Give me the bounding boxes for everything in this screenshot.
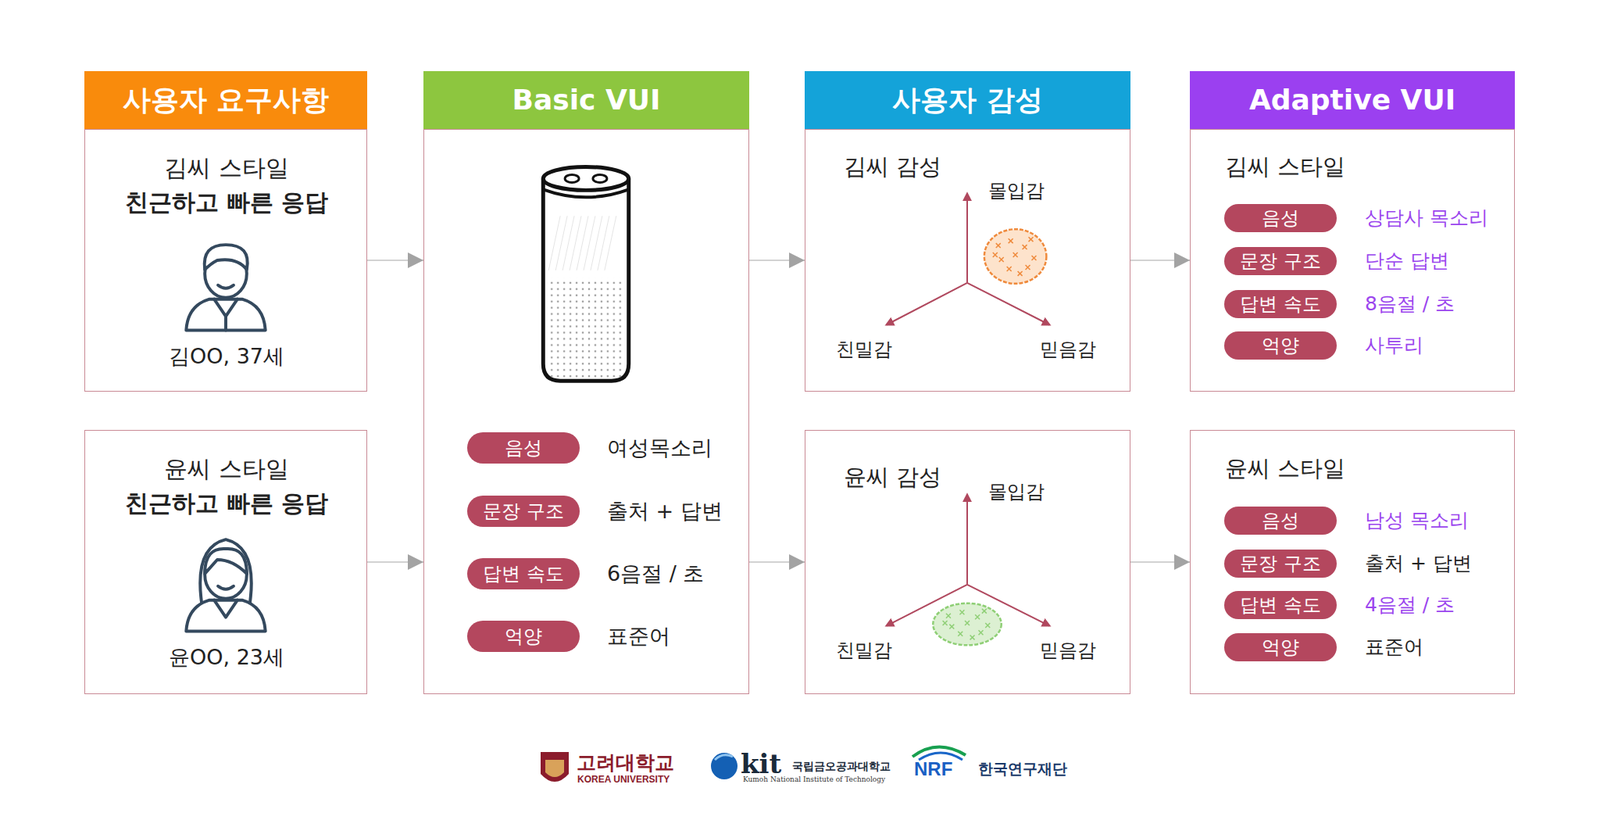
flow-arrow xyxy=(1130,560,1190,563)
pill-label: 답변 속도 xyxy=(482,562,565,586)
header-title: 사용자 감성 xyxy=(892,82,1043,117)
box-text: 여성목소리 xyxy=(607,435,713,461)
attribute-pill: 억양 xyxy=(467,620,580,652)
axis-lines xyxy=(886,193,1050,325)
attribute-pill: 문장 구조 xyxy=(467,495,580,527)
speaker-illustration xyxy=(542,167,629,382)
box-text: 김OO, 37세 xyxy=(168,343,285,369)
pill-label: 억양 xyxy=(1261,635,1300,659)
pill-label: 문장 구조 xyxy=(1239,250,1322,273)
box-text: 표준어 xyxy=(1364,635,1424,659)
box-text: 상담사 목소리 xyxy=(1364,206,1489,230)
header-title: Adaptive VUI xyxy=(1249,82,1456,117)
box-text: 윤씨 스타일 xyxy=(1225,454,1346,483)
attribute-pill: 답변 속도 xyxy=(467,557,580,590)
person-icon xyxy=(185,244,265,330)
box-text: 윤OO, 23세 xyxy=(168,644,285,670)
box-text: 믿음감 xyxy=(1039,338,1097,361)
box-text: 단순 답변 xyxy=(1364,249,1450,273)
pill-label: 억양 xyxy=(1261,334,1300,358)
box-text: 친밀감 xyxy=(835,338,893,361)
pill-label: 문장 구조 xyxy=(482,500,565,523)
box-text: 윤씨 스타일 xyxy=(164,454,290,483)
logo-text: 고려대학교 xyxy=(576,751,675,774)
box-text: 8음절 / 초 xyxy=(1364,292,1455,316)
pill-label: 문장 구조 xyxy=(1239,552,1322,575)
box-text: 김씨 스타일 xyxy=(164,153,290,183)
flow-arrow xyxy=(749,560,805,563)
content-box: 김씨 스타일친근하고 빠른 응답김OO, 37세 xyxy=(84,128,368,392)
box-text: 표준어 xyxy=(607,623,671,649)
box-text: 출처 + 답변 xyxy=(1364,551,1472,575)
logo-text: 한국연구재단 xyxy=(978,760,1068,778)
box-text: 사투리 xyxy=(1364,333,1424,358)
attribute-pill: 억양 xyxy=(1224,632,1337,661)
flow-arrow xyxy=(367,560,424,563)
header-band: Basic VUI xyxy=(423,71,750,129)
box-text: 친근하고 빠른 응답 xyxy=(125,489,329,518)
content-box: 김씨 감성몰입감친밀감 믿음감 xyxy=(804,128,1131,392)
flow-arrow xyxy=(367,259,424,261)
logo-text: KOREA UNIVERSITY xyxy=(577,774,670,785)
pill-label: 음성 xyxy=(1261,207,1300,230)
box-text: 몰입감 xyxy=(988,480,1045,504)
attribute-pill: 음성 xyxy=(467,432,580,464)
box-text: 4음절 / 초 xyxy=(1364,592,1455,617)
attribute-pill: 문장 구조 xyxy=(1224,246,1337,275)
box-text: 김씨 감성 xyxy=(843,153,942,181)
crest-shape xyxy=(540,751,569,782)
attribute-pill: 음성 xyxy=(1224,203,1337,233)
header-band: 사용자 요구사항 xyxy=(84,71,368,129)
flow-arrow xyxy=(1130,259,1190,261)
kit-sphere xyxy=(710,752,738,779)
logo-text: NRF xyxy=(914,758,953,779)
box-text: 윤씨 감성 xyxy=(843,463,942,491)
content-box: 음성문장 구조답변 속도억양 윤씨 스타일남성 목소리출처 + 답변 4음절 / 초… xyxy=(1189,429,1515,694)
box-text: 몰입감 xyxy=(988,179,1045,203)
korea-crest xyxy=(540,751,569,782)
box-text: 믿음감 xyxy=(1039,639,1097,662)
content-box: 윤씨 감성몰입감친밀감 믿음감 xyxy=(804,429,1131,694)
pill-label: 음성 xyxy=(1261,509,1300,533)
box-text: 출처 + 답변 xyxy=(607,498,723,524)
box-text: 친근하고 빠른 응답 xyxy=(125,188,329,217)
attribute-pill: 음성 xyxy=(1224,506,1337,535)
sentiment-blob xyxy=(984,228,1047,284)
person-icon xyxy=(185,539,265,631)
pill-label: 답변 속도 xyxy=(1239,593,1322,617)
attribute-pill: 답변 속도 xyxy=(1224,590,1337,619)
header-title: Basic VUI xyxy=(512,82,661,117)
kit-shine xyxy=(714,754,733,760)
header-band: Adaptive VUI xyxy=(1189,71,1515,129)
pill-label: 답변 속도 xyxy=(1239,292,1322,316)
flow-arrow xyxy=(749,259,805,261)
attribute-pill: 답변 속도 xyxy=(1224,289,1337,318)
logo-text: 국립금오공과대학교 xyxy=(792,760,891,772)
box-text: 친밀감 xyxy=(835,639,893,662)
box-text: 6음절 / 초 xyxy=(607,560,704,586)
header-band: 사용자 감성 xyxy=(804,71,1131,129)
box-text: 남성 목소리 xyxy=(1364,508,1469,533)
attribute-pill: 억양 xyxy=(1224,331,1337,360)
sentiment-blob xyxy=(932,603,1001,646)
logo-text: kit xyxy=(740,749,782,779)
content-box: 음성문장 구조답변 속도억양 여성목소리출처 + 답변 6음절 / 초표준어 xyxy=(423,128,750,694)
box-text: 김씨 스타일 xyxy=(1225,153,1346,181)
header-title: 사용자 요구사항 xyxy=(122,82,330,117)
speaker-illustration xyxy=(424,129,749,693)
crest-inner xyxy=(545,759,565,777)
pill-label: 억양 xyxy=(504,625,543,648)
content-box: 윤씨 스타일친근하고 빠른 응답윤OO, 23세 xyxy=(84,429,368,694)
content-box: 음성문장 구조답변 속도억양 김씨 스타일상담사 목소리단순 답변 8음절 / 초사… xyxy=(1189,128,1515,392)
attribute-pill: 문장 구조 xyxy=(1224,549,1337,578)
pill-label: 음성 xyxy=(504,436,543,460)
logo-text: Kumoh National Institute of Technology xyxy=(742,775,886,784)
